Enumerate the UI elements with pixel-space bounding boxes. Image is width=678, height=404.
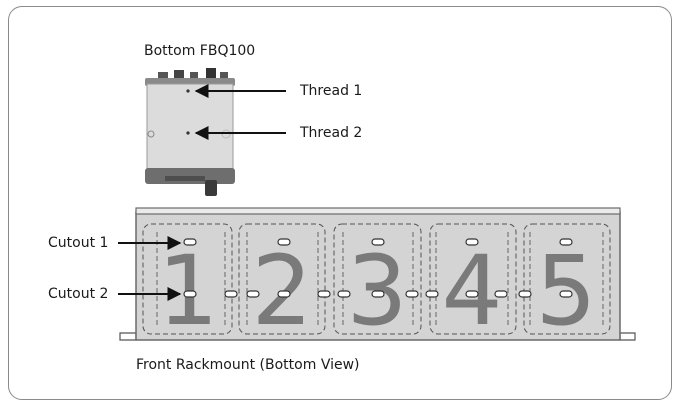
cutout-hole	[277, 238, 291, 246]
device-base-connector	[165, 176, 205, 181]
cutout-hole	[518, 290, 532, 298]
rack-plate	[135, 211, 621, 341]
cutout-hole	[246, 290, 260, 298]
cutouts	[183, 238, 573, 298]
cutout-hole	[371, 290, 385, 298]
diagram-frame	[8, 6, 672, 400]
cutout-hole	[465, 290, 479, 298]
rackmount	[119, 207, 636, 341]
slot-outline	[523, 223, 611, 335]
device-body	[146, 83, 234, 171]
cutout-2-label: Cutout 2	[48, 286, 109, 302]
cutout-hole	[559, 238, 573, 246]
rack-top-lip	[135, 207, 621, 215]
cutout-hole	[183, 238, 197, 246]
device-title: Bottom FBQ100	[144, 43, 256, 59]
cutout-1-label: Cutout 1	[48, 235, 109, 251]
thread-2-hole	[186, 131, 190, 135]
cutout-hole	[317, 290, 331, 298]
cutout-hole	[183, 290, 197, 298]
device-knob	[220, 72, 228, 80]
cutout-hole	[405, 290, 419, 298]
cutout-hole	[494, 290, 508, 298]
device-knob	[190, 72, 198, 80]
cutout-hole	[425, 290, 439, 298]
cutout-hole	[224, 290, 238, 298]
fbq100-device	[145, 68, 235, 196]
cutout-hole	[277, 290, 291, 298]
device-knob	[174, 70, 184, 80]
device-side-screw	[147, 130, 155, 138]
rack-right-foot	[619, 332, 636, 341]
cutout-hole	[559, 290, 573, 298]
slot-outline	[429, 223, 517, 335]
device-knob	[158, 72, 168, 80]
thread-1-label: Thread 1	[300, 83, 363, 99]
thread-2-label: Thread 2	[300, 125, 363, 141]
rackmount-caption: Front Rackmount (Bottom View)	[136, 357, 360, 373]
thread-1-hole	[186, 89, 190, 93]
cutout-hole	[465, 238, 479, 246]
slot-outline	[142, 223, 233, 335]
device-knob	[206, 68, 216, 80]
cutout-hole	[371, 238, 385, 246]
rack-left-foot	[119, 332, 137, 341]
slot-outline	[333, 223, 422, 335]
device-jack	[205, 180, 217, 196]
slot-outline	[238, 223, 326, 335]
rack-slots	[142, 223, 611, 335]
cutout-hole	[337, 290, 351, 298]
